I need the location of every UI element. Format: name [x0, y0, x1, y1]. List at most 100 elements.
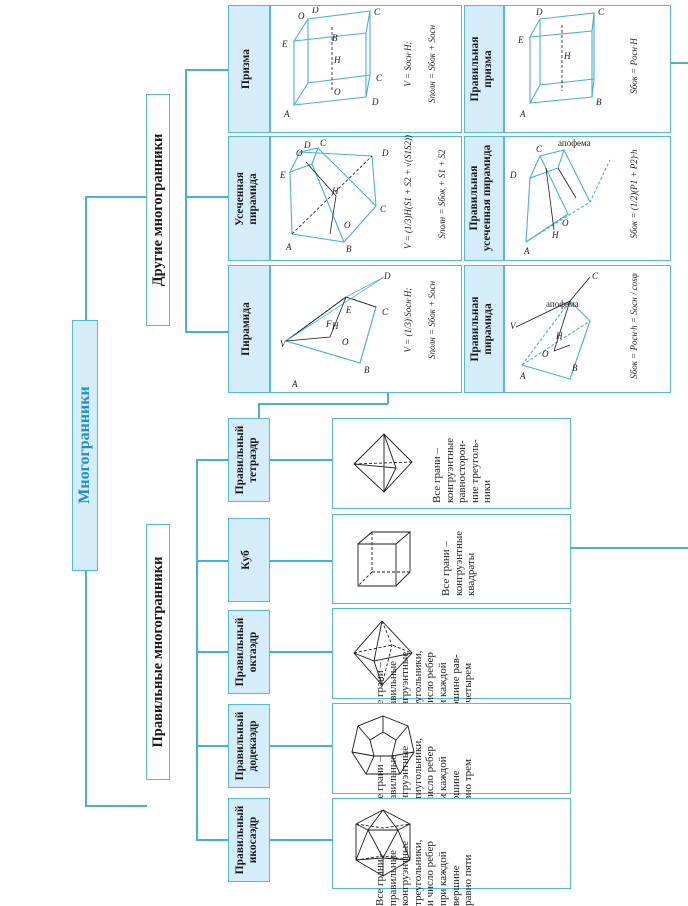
truncated-pyramid-figure: E O D C D C B A H O [279, 138, 389, 254]
svg-text:H: H [555, 331, 563, 341]
cube-figure [357, 531, 412, 587]
svg-text:C: C [320, 138, 327, 148]
regular-pyramid-figure: V C апофема B A H O [510, 271, 599, 381]
regular-prism-header [464, 5, 504, 133]
octahedron-header [228, 610, 270, 694]
svg-text:C: C [376, 73, 383, 83]
category-other-label: Другие многогранники [150, 133, 166, 287]
regular-truncated-header [464, 136, 504, 261]
prism-figure: E O D C C D H O A B [281, 7, 383, 119]
svg-text:A: A [523, 246, 530, 256]
svg-text:O: O [542, 349, 549, 359]
octahedron-name: Правильный октаэдр [234, 617, 259, 687]
icosahedron-description: Все грани – правильные конгруэнтные треу… [374, 839, 475, 906]
main-title: Многогранники [76, 386, 93, 504]
svg-text:O: O [342, 337, 349, 347]
svg-text:A: A [519, 371, 526, 381]
cube-header [228, 518, 270, 602]
svg-text:A: A [285, 242, 292, 252]
truncated-pyramid-name: Усеченная пирамида [234, 171, 259, 227]
pyramid-header [228, 265, 270, 393]
svg-text:H: H [331, 186, 339, 196]
svg-text:D: D [509, 170, 517, 180]
pyramid-formula-2: Sполн = Sбок + Sосн [427, 281, 437, 359]
svg-text:O: O [562, 218, 569, 228]
main-title-box [72, 320, 98, 571]
regular-prism-name: Правильная призма [469, 36, 494, 102]
regular-pyramid-header [464, 265, 504, 393]
regular-prism-figure: E D C H B A [517, 7, 605, 119]
svg-text:C: C [382, 307, 389, 317]
prism-header [228, 5, 270, 133]
svg-text:F: F [325, 319, 332, 329]
svg-text:H: H [563, 51, 571, 61]
truncated-pyramid-header [228, 136, 270, 261]
dodecahedron-header [228, 704, 270, 788]
prism-formula-1: V = Sосн·H; [403, 41, 413, 87]
icosahedron-name: Правильный икосаэдр [234, 805, 259, 875]
icosahedron-figure [355, 809, 411, 877]
svg-text:C: C [598, 7, 605, 17]
svg-text:D: D [311, 7, 319, 15]
tetrahedron-name: Правильный тетраэдр [234, 425, 259, 495]
icosahedron-header [228, 798, 270, 882]
svg-text:B: B [332, 33, 338, 43]
svg-text:B: B [364, 365, 370, 375]
regular-pyramid-name: Правильная пирамида [469, 296, 494, 362]
svg-text:E: E [517, 35, 524, 45]
svg-text:B: B [572, 363, 578, 373]
regular-truncated-name: Правильная усеченная пирамида [468, 144, 493, 252]
svg-text:O: O [296, 148, 303, 158]
cube-description: Все грани – конгруэнтные квадраты [440, 530, 478, 596]
svg-text:C: C [374, 7, 381, 17]
svg-text:апофема: апофема [546, 299, 579, 309]
pyramid-formula-1: V = (1/3)·Sосн·H; [403, 287, 413, 353]
svg-text:O: O [334, 87, 341, 97]
svg-text:D: D [383, 271, 391, 281]
svg-text:D: D [371, 97, 379, 107]
svg-text:D: D [381, 148, 389, 158]
truncated-pyramid-formula-1: V = (1/3)H(S1 + S2 + √(S1S2)) [403, 135, 413, 249]
svg-text:H: H [331, 321, 339, 331]
regular-truncated-figure: D C апофема H O A [509, 138, 611, 256]
octahedron-card [332, 608, 571, 699]
svg-text:C: C [592, 271, 599, 281]
prism-formula-2: Sполн = Sбок + Sосн [427, 25, 437, 103]
svg-text:H: H [551, 230, 559, 240]
svg-text:B: B [596, 97, 602, 107]
dodecahedron-name: Правильный додекаэдр [234, 711, 259, 781]
svg-text:E: E [345, 305, 352, 315]
svg-text:D: D [535, 7, 543, 17]
svg-text:O: O [298, 11, 305, 21]
tetrahedron-figure [353, 433, 413, 493]
truncated-pyramid-formula-2: Sполн = Sбок + S1 + S2 [437, 149, 447, 239]
prism-name: Призма [240, 49, 252, 89]
pyramid-figure: V D B C O H E F A [280, 271, 391, 389]
truncated-pyramid-card [270, 136, 462, 261]
regular-truncated-formula: Sбок = (1/2)(P1 + P2)·h [629, 149, 639, 239]
svg-text:апофема: апофема [558, 138, 591, 148]
tetrahedron-description: Все грани – конгруэнтные равносторон- ни… [431, 437, 494, 503]
category-regular-label: Правильные многогранники [150, 556, 166, 748]
category-other-box [146, 94, 170, 326]
category-regular-box [146, 524, 170, 780]
svg-text:C: C [536, 144, 543, 154]
svg-text:A: A [283, 109, 290, 119]
svg-text:O: O [344, 220, 351, 230]
pyramid-name: Пирамида [240, 302, 252, 356]
svg-text:E: E [281, 39, 288, 49]
svg-text:B: B [346, 244, 352, 254]
svg-text:V: V [510, 321, 517, 331]
cube-name: Куб [240, 550, 252, 570]
svg-text:A: A [519, 109, 526, 119]
regular-prism-formula: Sбок = Pосн·H [629, 38, 639, 94]
svg-text:C: C [380, 204, 387, 214]
svg-text:D: D [303, 140, 311, 150]
regular-prism-card [504, 5, 671, 133]
octahedron-figure [353, 620, 413, 686]
dodecahedron-figure [351, 715, 415, 775]
regular-pyramid-formula: Sбок = Pосн·h = Sосн / cosφ [629, 273, 639, 379]
regular-truncated-card [504, 136, 671, 261]
svg-text:A: A [291, 379, 298, 389]
svg-text:E: E [279, 170, 286, 180]
